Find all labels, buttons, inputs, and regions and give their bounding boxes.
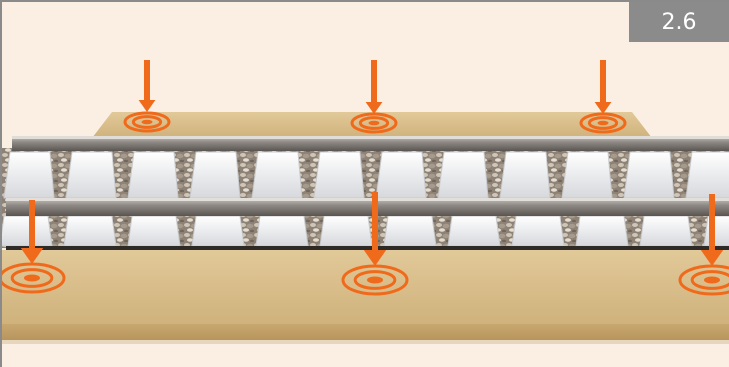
sleeper (2, 216, 52, 246)
sleeper (562, 152, 612, 198)
sleeper (704, 216, 729, 246)
down-arrow-icon (366, 60, 383, 114)
down-arrow-icon (139, 60, 156, 112)
sleeper (686, 152, 729, 198)
sleeper (128, 216, 180, 246)
sleeper (448, 216, 500, 246)
sleeper (64, 216, 116, 246)
back-rail (12, 136, 729, 151)
sleeper (4, 152, 54, 198)
sleeper (512, 216, 564, 246)
sleeper (576, 216, 628, 246)
sleeper (252, 152, 302, 198)
sleeper (320, 216, 372, 246)
sleeper (192, 216, 244, 246)
sleeper (384, 216, 436, 246)
sleeper (624, 152, 674, 198)
sleeper (438, 152, 488, 198)
sleeper (190, 152, 240, 198)
sleeper (314, 152, 364, 198)
sleeper (256, 216, 308, 246)
sleepers-lower (2, 216, 729, 246)
down-arrow-icon (595, 60, 612, 114)
sleeper (128, 152, 178, 198)
front-board (2, 250, 729, 344)
figure-number-badge: 2.6 (629, 2, 729, 42)
sleeper (640, 216, 692, 246)
sleeper (376, 152, 426, 198)
sleeper (66, 152, 116, 198)
sleeper (500, 152, 550, 198)
